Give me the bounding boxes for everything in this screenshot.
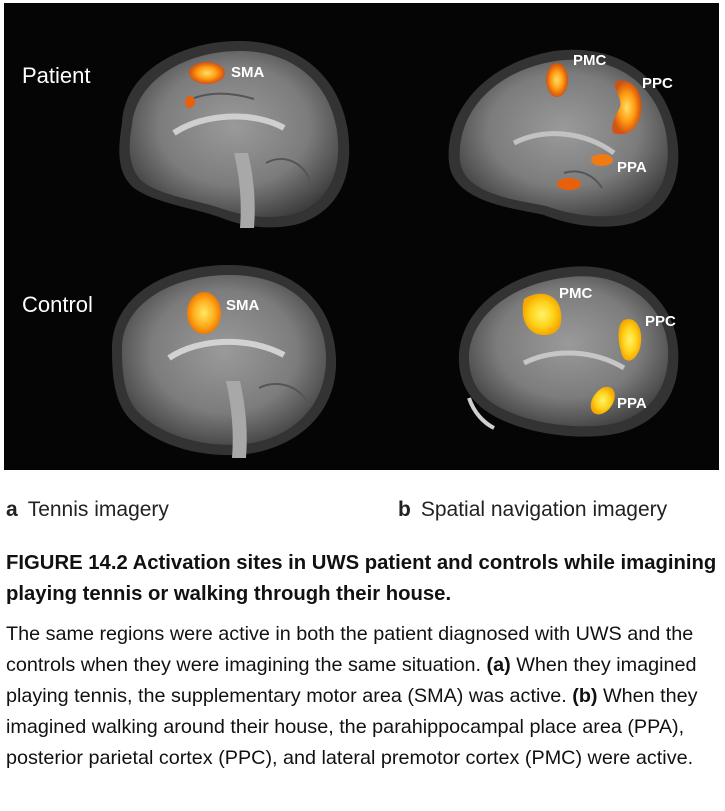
brain-scans-figure: SMA PMC PPC PPA SMA PMC PPC PPA: [112, 41, 679, 458]
caption-b-text: When they imagined walking around their …: [6, 685, 698, 769]
activation-sma-control: [187, 292, 221, 334]
activation-spot-patient-2: [557, 178, 581, 190]
activation-pmc-patient: [546, 63, 568, 97]
caption-a-tag: (a): [486, 654, 511, 676]
activation-ppc-patient: [612, 80, 642, 135]
label-pmc-control: PMC: [559, 285, 593, 302]
subcaption-a-text: Tennis imagery: [27, 498, 169, 521]
subcaption-b-text: Spatial navigation imagery: [420, 498, 668, 521]
caption-intro: The same regions were active in both the…: [6, 623, 694, 676]
control-tennis-scan: [112, 265, 337, 458]
label-ppa-control: PPA: [617, 395, 647, 412]
figure-caption-body: The same regions were active in both the…: [6, 619, 718, 774]
row-label-control: Control: [22, 292, 93, 317]
control-navigation-scan: [458, 266, 679, 437]
activation-sma-patient: [189, 62, 225, 84]
label-pmc-patient: PMC: [573, 52, 607, 69]
brain-scan-panel: SMA PMC PPC PPA SMA PMC PPC PPA Patient …: [4, 3, 719, 470]
activation-ppc-control: [618, 319, 642, 361]
activation-pmc-control: [522, 293, 562, 336]
patient-tennis-scan: [119, 41, 350, 228]
figure-title: FIGURE 14.2 Activation sites in UWS pati…: [6, 552, 717, 605]
label-ppc-control: PPC: [645, 313, 676, 330]
label-ppc-patient: PPC: [642, 75, 673, 92]
label-sma-control: SMA: [226, 297, 260, 314]
subcaption-a: a Tennis imagery: [6, 498, 169, 522]
activation-ppa-patient: [591, 154, 613, 166]
row-label-patient: Patient: [22, 63, 91, 88]
caption-a-text: When they imagined playing tennis, the s…: [6, 654, 697, 707]
caption-b-tag: (b): [572, 685, 598, 707]
subcaption-a-letter: a: [6, 498, 18, 521]
subcaption-b-letter: b: [398, 498, 411, 521]
label-sma-patient: SMA: [231, 64, 265, 81]
activation-spot-patient: [185, 96, 195, 108]
subcaption-b: b Spatial navigation imagery: [398, 498, 667, 522]
label-ppa-patient: PPA: [617, 159, 647, 176]
activation-ppa-control: [590, 386, 615, 415]
